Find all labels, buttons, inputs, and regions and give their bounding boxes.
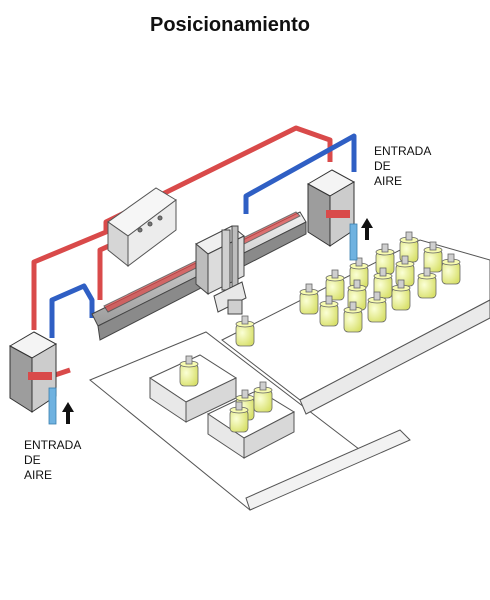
diagram-title: Posicionamiento [149, 14, 311, 36]
conveyor-cylinder [417, 267, 437, 299]
conveyor-cylinder [391, 279, 411, 311]
right-valve-unit [306, 169, 356, 247]
conveyor-cylinder [319, 295, 339, 327]
left-up-arrow-icon [62, 402, 74, 424]
left-air-inlet-label: ENTRADA DE AIRE [24, 438, 81, 483]
left-inlet-line-2: DE [24, 453, 41, 467]
left-inlet-line-1: ENTRADA [24, 438, 82, 452]
inlet-pipes [48, 223, 358, 425]
right-air-inlet-label: ENTRADA DE AIRE [374, 144, 431, 189]
boxed-cylinder [229, 401, 249, 433]
gripper-carriage [195, 225, 247, 315]
right-inlet-line-2: DE [374, 159, 391, 173]
right-up-arrow-icon [361, 218, 373, 240]
conveyor-cylinder [423, 241, 443, 273]
conveyor-cylinder [343, 301, 363, 333]
conveyor-cylinder [367, 291, 387, 323]
boxed-cylinder [253, 381, 273, 413]
gripped-cylinder [235, 315, 255, 347]
right-inlet-line-1: ENTRADA [374, 144, 432, 158]
control-unit [107, 187, 177, 268]
boxed-cylinder [179, 355, 199, 387]
right-inlet-pipe [349, 223, 358, 261]
right-inlet-line-3: AIRE [374, 174, 403, 188]
left-inlet-pipe [48, 387, 57, 425]
conveyor-cylinder [325, 269, 345, 301]
cylinder-group [235, 231, 461, 347]
cylinders-in-boxes [179, 355, 273, 433]
inlet-arrows [62, 218, 373, 424]
exhaust-air-line [49, 133, 357, 338]
conveyor-cylinder [299, 283, 319, 315]
conveyor-cylinder [441, 253, 461, 285]
left-inlet-line-3: AIRE [24, 468, 53, 482]
